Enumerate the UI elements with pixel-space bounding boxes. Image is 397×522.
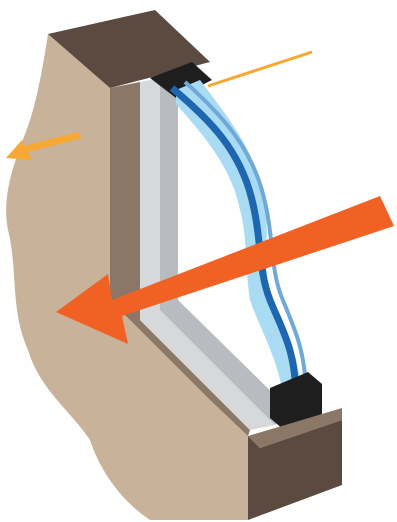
frame-mid bbox=[160, 78, 290, 425]
pointer-line bbox=[207, 50, 313, 88]
wall-top bbox=[48, 10, 210, 88]
heat-flow-arrow-body bbox=[56, 196, 394, 344]
glass-pane bbox=[176, 80, 300, 408]
small-heat-arrow bbox=[6, 132, 82, 160]
frame-bottom-seal bbox=[270, 372, 322, 430]
wall-reveal bbox=[110, 82, 250, 436]
sill-front bbox=[248, 420, 342, 520]
frame-top-seal bbox=[150, 62, 212, 98]
sill-top bbox=[248, 408, 342, 448]
wall-face bbox=[6, 34, 249, 520]
frame-outer bbox=[140, 78, 275, 430]
